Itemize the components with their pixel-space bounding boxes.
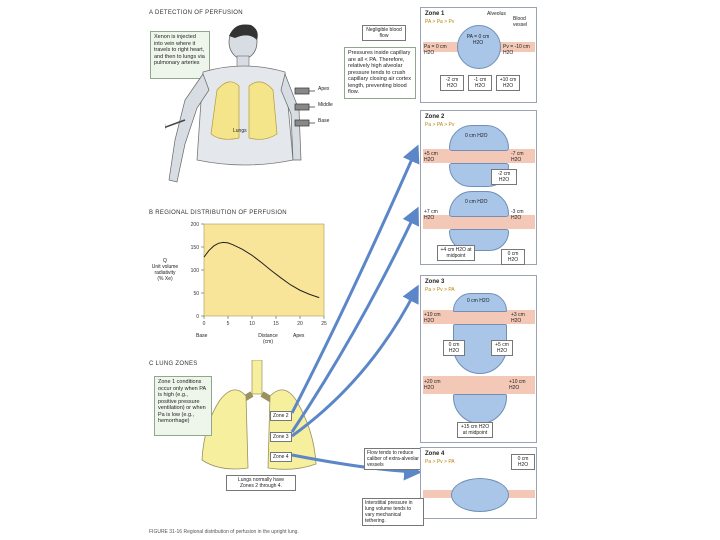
zone-2-equation: Pa > PA > Pv [425,122,454,128]
zone-1-equation: PA > Pa > Pv [425,19,454,25]
zone-1-alveolus [457,25,501,69]
zone-2-top-alv: 0 cm H2O [465,133,488,139]
zone-4-alveolus [451,478,509,512]
zone-4-panel: Zone 4 Pa > Pv > PA 0 cm H2O [420,447,537,519]
zone-2-q2: 0 cm H2O [501,249,525,265]
zone-2-right-2: -3 cm H2O [511,209,533,221]
zone-3-right-1: +3 cm H2O [511,312,535,324]
zone-4-note-bottom: Interstitial pressure in lung volume ten… [362,498,424,526]
zone-2-bot-alv: 0 cm H2O [465,199,488,205]
zone-1-venous: Pv = -10 cm H2O [503,44,535,56]
zone-4-equation: Pa > Pv > PA [425,459,455,465]
zone-4-title: Zone 4 [425,451,444,457]
zone-3-m2: +5 cm H2O [491,340,513,356]
zone-2-left-1: +5 cm H2O [424,151,446,163]
zone-1-low-2: -1 cm H2O [468,75,492,91]
zone-3-equation: Pa > Pv > PA [425,287,455,293]
alveolus-label: Alveolus [487,11,506,17]
zone-2-title: Zone 2 [425,114,444,120]
negligible-flow-box: Negligible blood flow [362,25,406,41]
zone-2-left-2: +7 cm H2O [424,209,446,221]
zone-3-q: +15 cm H2O at midpoint [457,422,493,438]
zone-1-low-1: -2 cm H2O [440,75,464,91]
zone-3-title: Zone 3 [425,279,444,285]
zone-3-panel: Zone 3 Pa > Pv > PA 0 cm H2O +10 cm H2O … [420,275,537,443]
zone-1-pa: PA = 0 cm H2O [466,34,490,46]
zone-3-left-1: +10 cm H2O [424,312,448,324]
zone-4-alv: 0 cm H2O [511,454,535,470]
zone-3-top-alv: 0 cm H2O [467,298,490,304]
zone-1-arterial: Pa = 0 cm H2O [424,44,454,56]
zone-2-right-1: -7 cm H2O [511,151,533,163]
zone-2-q1: +4 cm H2O at midpoint [437,245,475,261]
zone-4-note-top: Flow tends to reduce caliber of extra-al… [364,448,426,470]
blood-vessel-label: Blood vessel [513,16,535,28]
zone-3-right-2: +10 cm H2O [509,379,535,391]
zone-3-alveolus-bottom [453,394,507,424]
zone-2-mid: -2 cm H2O [491,169,517,185]
zone-3-left-2: +20 cm H2O [424,379,448,391]
zone-2-panel: Zone 2 Pa > PA > Pv 0 cm H2O +5 cm H2O -… [420,110,537,265]
zone-1-note: Pressures inside capillary are all < PA.… [344,47,416,99]
zone-1-title: Zone 1 [425,11,444,17]
zone-1-low-3: +10 cm H2O [496,75,520,91]
zone-3-m1: 0 cm H2O [443,340,465,356]
